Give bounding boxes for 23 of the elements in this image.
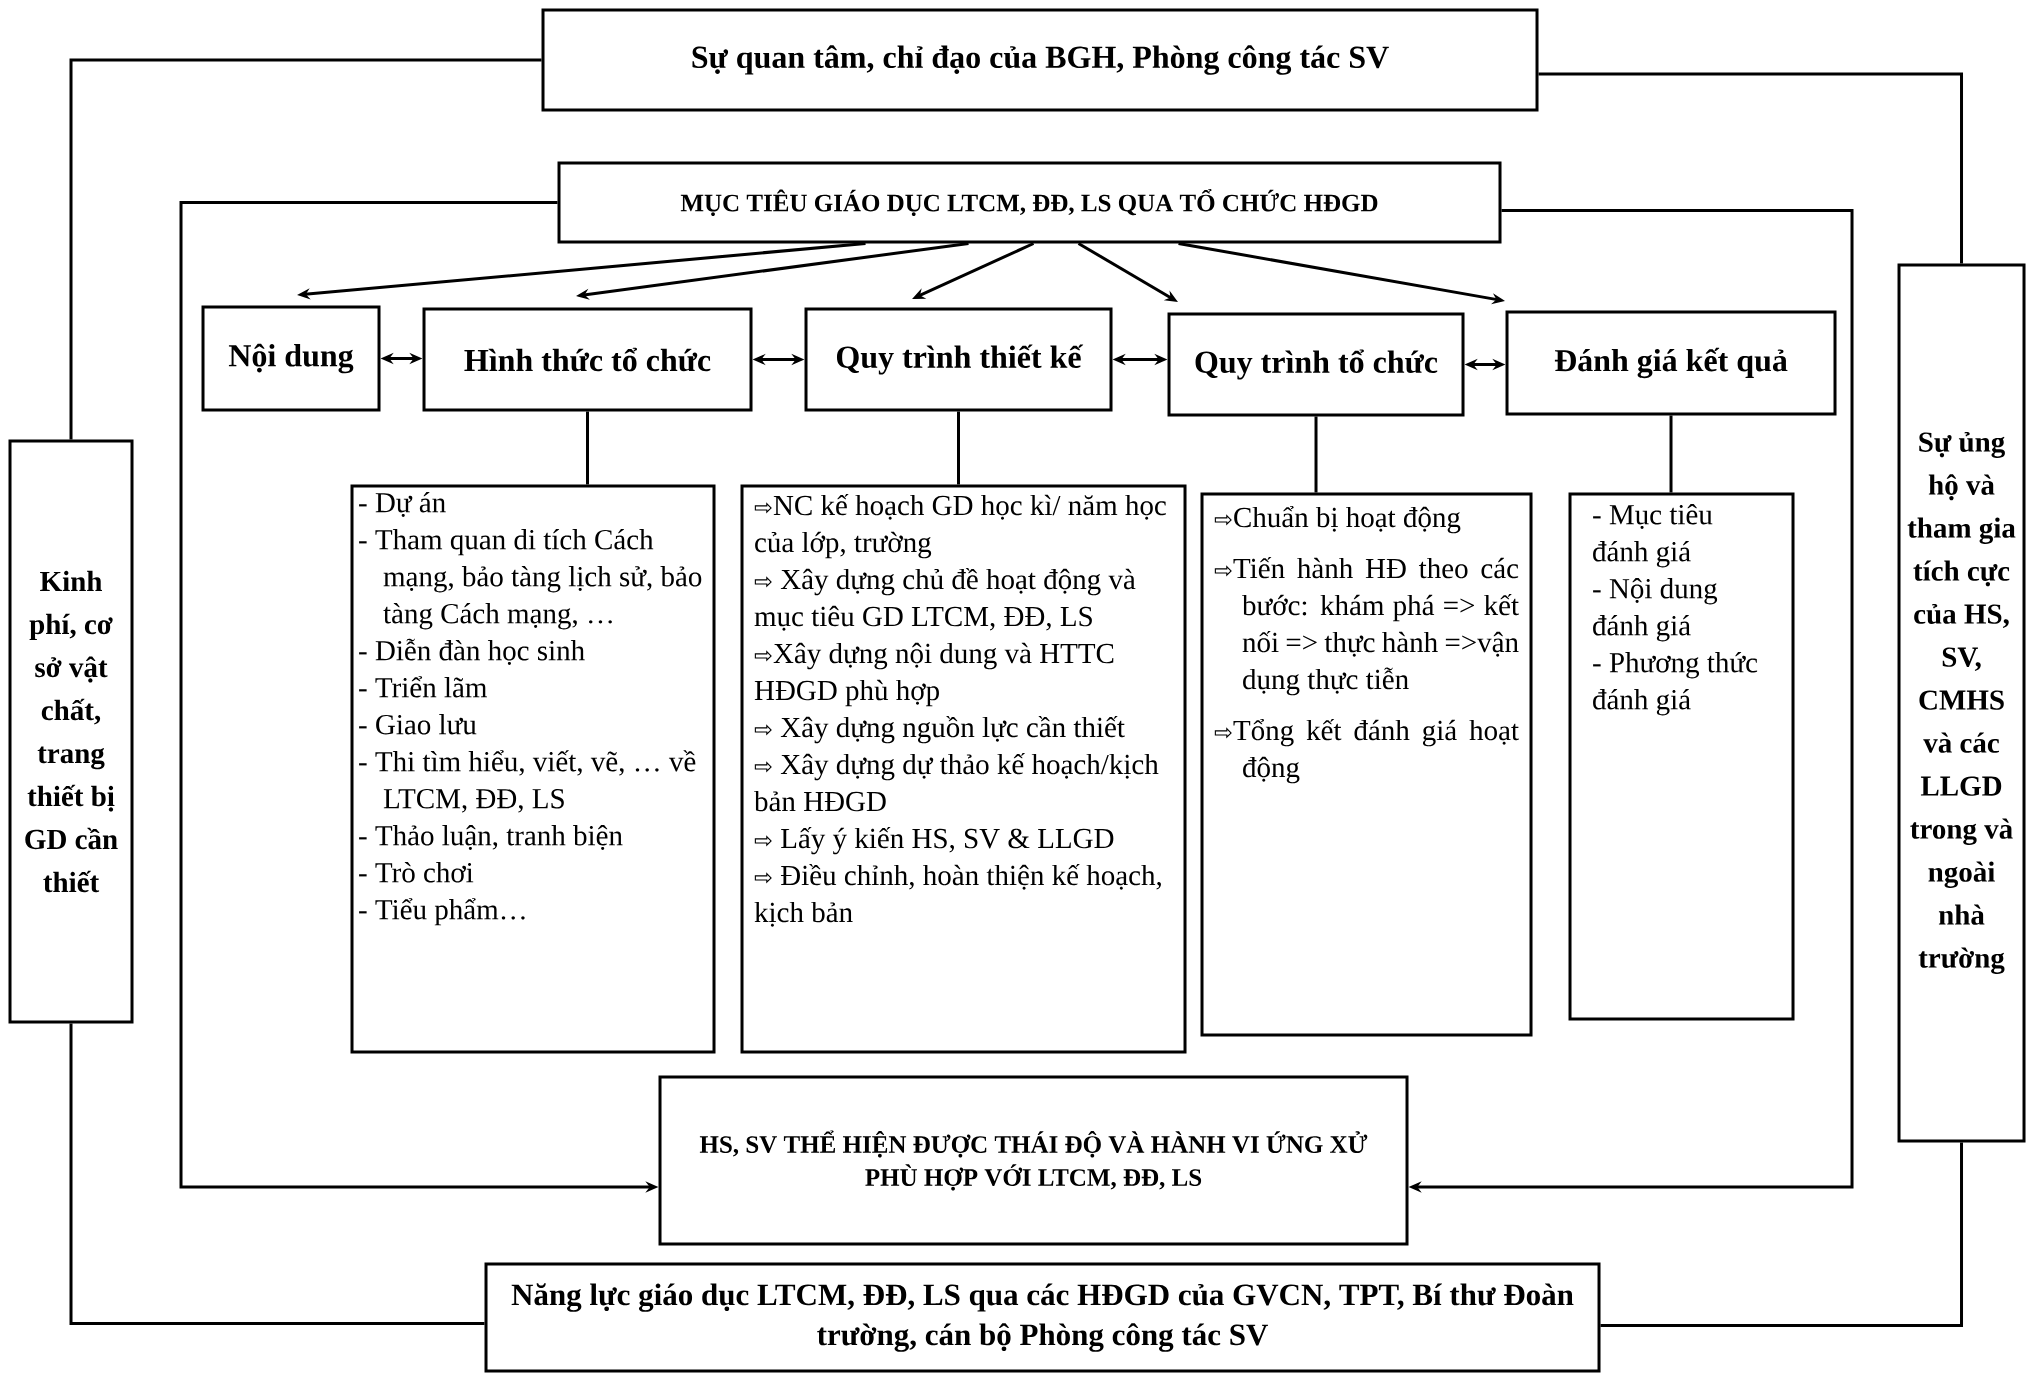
list-box: - Dự án - Tham quan di tích Cách mạng, bảo tàng lịch sử, bảo tàng Cách mạng, … - Diễn đàn học sinh - Triển lãm - Giao lưu - Thi tìm hiểu, viết, vẽ, … về LTCM, ĐĐ, LS - Thảo luận, tranh biện - Trò chơi - Tiểu phẩm… bbox=[350, 484, 716, 1054]
connector-line bbox=[1538, 72, 1963, 264]
process-box: Nội dung bbox=[201, 305, 381, 412]
side-box: Sự ủng hộ và tham gia tích cực của HS, SV, CMHS và các LLGD trong và ngoài nhà trường bbox=[1897, 263, 2026, 1143]
connector-line bbox=[957, 411, 960, 485]
list-box: ⇨Chuẩn bị hoạt động ⇨Tiến hành HĐ theo các bước: khám phá => kết nối => thực hành =>vận dụng thực tiễn ⇨Tổng kết đánh giá hoạt động bbox=[1200, 492, 1533, 1037]
process-box: Quy trình thiết kế bbox=[804, 307, 1113, 412]
connector-line bbox=[586, 411, 589, 485]
connector-line bbox=[1600, 1142, 1963, 1327]
connector-line bbox=[69, 58, 542, 440]
process-box: Hình thức tổ chức bbox=[422, 307, 753, 412]
list-box: ⇨NC kế hoạch GD học kì/ năm học của lớp, trường ⇨ Xây dựng chủ đề hoạt động và mục tiêu GD LTCM, ĐĐ, LS ⇨Xây dựng nội dung và HTTC HĐGD phù hợp ⇨ Xây dựng nguồn lực cần thiết ⇨ Xây dựng dự thảo kế hoạch/kịch bản HĐGD ⇨ Lấy ý kiến HS, SV & LLGD ⇨ Điều chỉnh, hoàn thiện kế hoạch, kịch bản bbox=[740, 484, 1187, 1054]
list-box: - Mục tiêu đánh giá - Nội dung đánh giá - Phương thức đánh giá bbox=[1568, 492, 1795, 1021]
process-box: Đánh giá kết quả bbox=[1505, 310, 1837, 416]
process-box: Quy trình tổ chức bbox=[1167, 312, 1465, 417]
process-box: Sự quan tâm, chỉ đạo của BGH, Phòng công tác SV bbox=[541, 8, 1539, 112]
goal-box: MỤC TIÊU GIÁO DỤC LTCM, ĐĐ, LS QUA TỔ CHỨC HĐGD bbox=[557, 161, 1502, 244]
side-box: Kinh phí, cơ sở vật chất, trang thiết bị GD cần thiết bbox=[8, 439, 134, 1024]
outcome-box: HS, SV THỂ HIỆN ĐƯỢC THÁI ĐỘ VÀ HÀNH VI ỨNG XỬ PHÙ HỢP VỚI LTCM, ĐĐ, LS bbox=[658, 1075, 1409, 1246]
connector-line bbox=[1314, 416, 1318, 493]
connector-line bbox=[69, 1023, 485, 1325]
connector-line bbox=[1669, 415, 1673, 493]
process-box: Năng lực giáo dục LTCM, ĐĐ, LS qua các HĐGD của GVCN, TPT, Bí thư Đoàn trường, cán bộ Phòng công tác SV bbox=[484, 1262, 1601, 1373]
